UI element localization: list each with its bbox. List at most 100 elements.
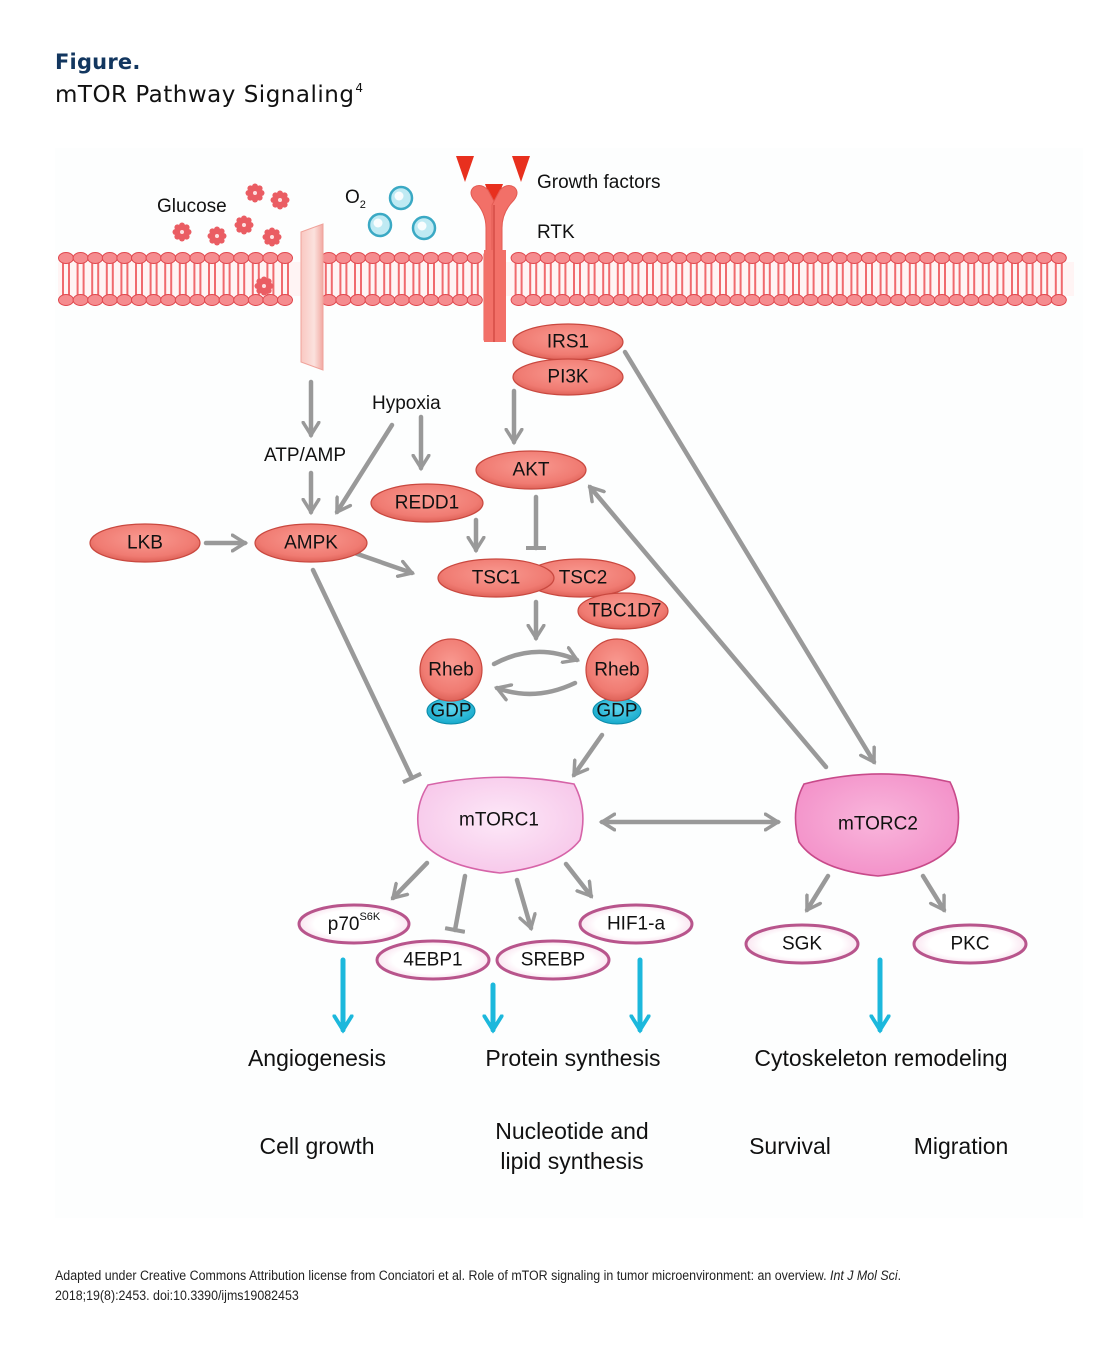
figure-title-reference: 4 [355, 81, 364, 95]
lipid-icon [1050, 252, 1067, 306]
rtk-label: RTK [537, 222, 575, 243]
lipid-icon [116, 252, 133, 306]
node-rheb-inactive: Rheb GDP [419, 638, 483, 725]
outcome-angiogenesis: Angiogenesis [248, 1045, 386, 1071]
lipid-icon [890, 252, 907, 306]
atp-amp-label: ATP/AMP [264, 445, 346, 466]
lipid-icon [861, 252, 877, 306]
lipid-icon [598, 252, 615, 306]
svg-text:TSC2: TSC2 [559, 568, 608, 589]
svg-text:4EBP1: 4EBP1 [403, 950, 462, 971]
lipid-icon [408, 252, 425, 306]
lipid-icon [875, 252, 892, 306]
effector-4ebp1: 4EBP1 [375, 939, 491, 981]
outcome-nucleotide-line2: lipid synthesis [500, 1148, 643, 1174]
svg-text:PI3K: PI3K [547, 367, 589, 388]
lipid-icon [948, 252, 965, 306]
caption-citation: 2018;19(8):2453. doi:10.3390/ijms1908245… [55, 1288, 299, 1303]
glucose-label: Glucose [157, 196, 227, 217]
node-lkb: LKB [89, 523, 201, 563]
figure-title: mTOR Pathway Signaling4 [55, 81, 364, 108]
glucose-molecule-icon [270, 190, 290, 210]
outcome-arrows [343, 957, 880, 1030]
svg-text:SGK: SGK [782, 934, 822, 955]
lipid-icon [233, 252, 250, 306]
node-tsc2: TSC2 [524, 558, 636, 598]
lipid-icon [831, 252, 848, 306]
effector-pkc: PKC [912, 923, 1028, 965]
svg-text:IRS1: IRS1 [547, 332, 589, 353]
node-rheb-active: Rheb GDP [585, 638, 649, 725]
inhibit-mtorc1-to-4ebp1 [444, 873, 468, 934]
lipid-icon [320, 252, 337, 306]
cell-membrane [58, 252, 1074, 306]
lipid-icon [437, 252, 454, 306]
oxygen-molecule-icon [388, 185, 414, 211]
glucose-molecule-icon [207, 226, 227, 246]
lipid-icon [569, 252, 585, 306]
svg-text:p70S6K: p70S6K [328, 911, 381, 935]
lipid-icon [131, 252, 147, 306]
lipid-icon [656, 252, 673, 306]
node-mtorc2: mTORC2 [794, 773, 960, 877]
glucose-molecule-icon [262, 227, 282, 247]
lipid-icon [204, 252, 220, 306]
oxygen-molecules [367, 185, 437, 241]
lipid-icon [992, 252, 1009, 306]
arrow-mtorc1-to-p70 [393, 860, 430, 898]
arrow-rheb-to-mtorc1 [571, 732, 605, 775]
lipid-icon [1036, 252, 1053, 306]
lipid-icon [554, 252, 571, 306]
lipid-icon [101, 252, 118, 306]
svg-text:AKT: AKT [513, 460, 550, 481]
inhibit-ampk-to-mtorc1 [310, 567, 423, 785]
caption-text: Adapted under Creative Commons Attributi… [55, 1268, 827, 1283]
lipid-icon [685, 252, 702, 306]
svg-text:GDP: GDP [596, 701, 637, 722]
glucose-transporter [300, 223, 324, 371]
lipid-icon [539, 252, 556, 306]
svg-text:PKC: PKC [950, 934, 989, 955]
growth-factor-icon [456, 156, 474, 182]
growth-factor-ligands [456, 156, 530, 209]
arrow-mtorc2-to-akt [587, 487, 829, 770]
arrow-mtorc2-to-sgk [804, 873, 831, 910]
node-redd1: REDD1 [370, 483, 484, 523]
lipid-icon [977, 252, 994, 306]
node-tsc1: TSC1 [437, 558, 555, 598]
outcome-migration: Migration [914, 1133, 1009, 1159]
svg-text:AMPK: AMPK [284, 533, 338, 554]
svg-text:TSC1: TSC1 [472, 568, 521, 589]
node-pi3k: PI3K [512, 358, 624, 396]
lipid-icon [919, 252, 936, 306]
lipid-icon [379, 252, 396, 306]
svg-text:TBC1D7: TBC1D7 [589, 601, 662, 622]
glucose-molecule-icon [172, 222, 192, 242]
lipid-icon [452, 252, 469, 306]
lipid-icon [1021, 252, 1038, 306]
lipid-icon [364, 252, 381, 306]
oxygen-molecule-icon [411, 215, 437, 241]
outcome-cell-growth: Cell growth [259, 1133, 374, 1159]
glucose-molecules [172, 183, 290, 296]
lipid-icon [715, 252, 731, 306]
lipid-icon [817, 252, 834, 306]
growth-factor-icon [485, 184, 503, 209]
outcome-survival: Survival [749, 1133, 831, 1159]
outcome-nucleotide-line1: Nucleotide and [495, 1118, 648, 1144]
lipid-icon [758, 252, 775, 306]
svg-text:HIF1-a: HIF1-a [607, 914, 666, 935]
outcome-protein-synthesis: Protein synthesis [485, 1045, 660, 1071]
lipid-icon [350, 252, 366, 306]
node-tbc1d7: TBC1D7 [577, 592, 669, 630]
arrow-mtorc2-to-pkc [920, 873, 947, 910]
oxygen-molecule-icon [367, 212, 393, 238]
glucose-molecule-icon [245, 183, 265, 203]
svg-text:GDP: GDP [430, 701, 471, 722]
lipid-icon [612, 252, 629, 306]
growth-factor-icon [512, 156, 530, 182]
lipid-icon [802, 252, 819, 306]
rtk-receptor-icon [470, 185, 518, 342]
lipid-icon [583, 252, 600, 306]
svg-text:REDD1: REDD1 [395, 493, 459, 514]
